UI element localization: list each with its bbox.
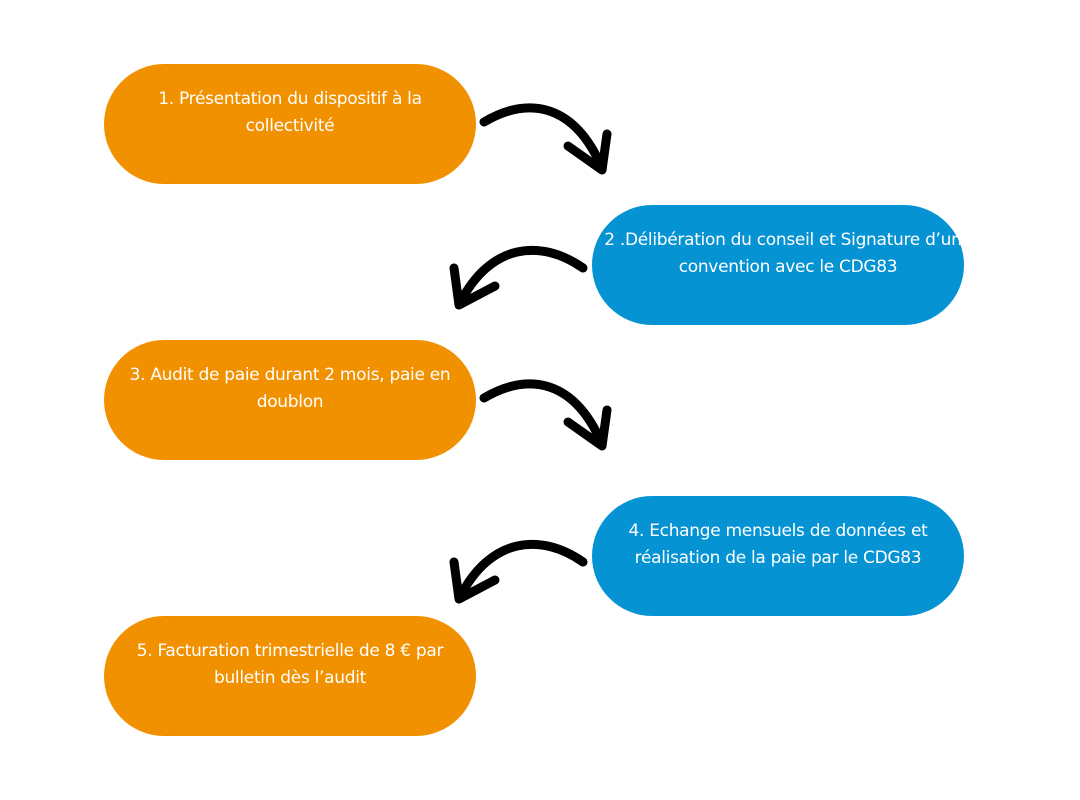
- step-3-label: 3. Audit de paie durant 2 mois, paie en …: [129, 365, 451, 412]
- curved-arrow-left-down-icon: [449, 245, 588, 310]
- step-1-label: 1. Présentation du dispositif à la colle…: [158, 89, 422, 136]
- curved-arrow-left-down-icon: [449, 539, 588, 604]
- step-3-audit: 3. Audit de paie durant 2 mois, paie en …: [104, 340, 476, 460]
- step-5-label: 5. Facturation trimestrielle de 8 € par …: [136, 641, 444, 688]
- step-4-label: 4. Echange mensuels de données et réalis…: [628, 521, 928, 568]
- step-2-deliberation: 2 .Délibération du conseil et Signature …: [592, 205, 972, 325]
- step-1-presentation: 1. Présentation du dispositif à la colle…: [104, 64, 476, 184]
- curved-arrow-right-down-icon: [479, 379, 612, 451]
- step-5-facturation: 5. Facturation trimestrielle de 8 € par …: [104, 616, 476, 736]
- curved-arrow-right-down-icon: [479, 103, 612, 175]
- step-2-label: 2 .Délibération du conseil et Signature …: [604, 230, 972, 277]
- step-4-echange: 4. Echange mensuels de données et réalis…: [592, 496, 964, 616]
